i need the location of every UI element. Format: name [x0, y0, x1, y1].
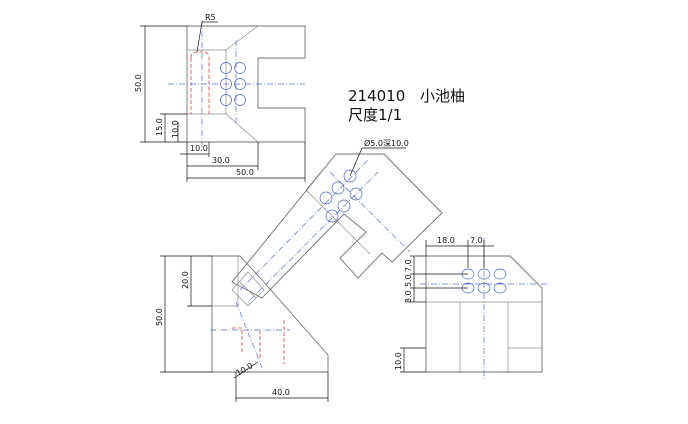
hole — [220, 62, 232, 74]
top-view-hidden-slot — [190, 51, 210, 114]
top-view-chamfer-upper — [225, 25, 259, 51]
part-number: 214010 — [348, 87, 405, 105]
dim-18: 18.0 — [437, 236, 455, 245]
dim-30: 30.0 — [212, 156, 230, 165]
hole — [331, 181, 345, 195]
dim-10: 10.0 — [394, 352, 403, 370]
r5-label: R5 — [205, 13, 216, 22]
scale-label: 尺度1/1 — [348, 106, 402, 124]
front-view-centerline — [235, 301, 263, 369]
top-view-chamfer-lower — [225, 113, 259, 143]
title-block: 214010 小池柚 尺度1/1 — [348, 87, 465, 124]
dim-50-vertical: 50.0 — [134, 74, 143, 92]
hole-callout: Ø5.0深10.0 — [364, 138, 409, 148]
dim-10-angled: 10.0 — [235, 361, 255, 378]
r5-leader — [196, 21, 203, 53]
dim-40: 40.0 — [272, 388, 290, 397]
rotated-view-hole-pattern — [319, 169, 363, 223]
hole — [349, 187, 363, 201]
hole — [477, 268, 491, 280]
side-view: 18.0 7.0 7.0 5.0 8.0 10.0 — [394, 236, 548, 380]
hole — [343, 169, 357, 183]
top-view-outline — [186, 25, 306, 143]
front-view-hidden — [232, 320, 285, 364]
rotated-view-centerline-b — [249, 171, 379, 301]
dim-50-horizontal: 50.0 — [236, 168, 254, 177]
side-view-outline — [425, 255, 543, 373]
rotated-view-centerline-c — [329, 171, 411, 253]
rotated-view-edge — [305, 189, 371, 255]
top-view-hole-pattern — [220, 62, 246, 106]
top-view: R5 50.0 15.0 10.0 10.0 30.0 50.0 — [134, 13, 306, 182]
front-view-block — [231, 271, 265, 307]
dim-10-horizontal: 10.0 — [190, 144, 208, 153]
dim-8: 8.0 — [404, 290, 413, 303]
hole — [477, 282, 491, 294]
front-view: 20.0 50.0 10.0 40.0 — [155, 255, 329, 402]
dim-line-10-angled — [233, 361, 259, 379]
hole — [220, 94, 232, 106]
hole — [493, 268, 507, 280]
dim-50: 50.0 — [155, 308, 164, 326]
hole — [325, 209, 339, 223]
rotated-view-centerline-a — [239, 159, 369, 291]
rotated-view-edge — [305, 153, 337, 191]
dim-7-vertical: 7.0 — [404, 259, 413, 272]
hole — [234, 62, 246, 74]
dim-5: 5.0 — [404, 274, 413, 287]
hole — [220, 78, 232, 90]
hole — [319, 191, 333, 205]
front-view-outline — [211, 255, 329, 373]
dim-10-vertical: 10.0 — [171, 120, 180, 138]
dim-7-top: 7.0 — [470, 236, 483, 245]
hole-callout-leader — [349, 147, 363, 177]
dim-20: 20.0 — [181, 271, 190, 289]
hole — [493, 282, 507, 294]
rotated-view-outline — [231, 153, 443, 299]
dim-15: 15.0 — [155, 118, 164, 136]
rotated-view: Ø5.0深10.0 — [231, 138, 443, 301]
part-name: 小池柚 — [420, 87, 465, 105]
hole — [234, 94, 246, 106]
hole — [337, 199, 351, 213]
hole — [234, 78, 246, 90]
front-view-block-edge — [239, 281, 257, 299]
